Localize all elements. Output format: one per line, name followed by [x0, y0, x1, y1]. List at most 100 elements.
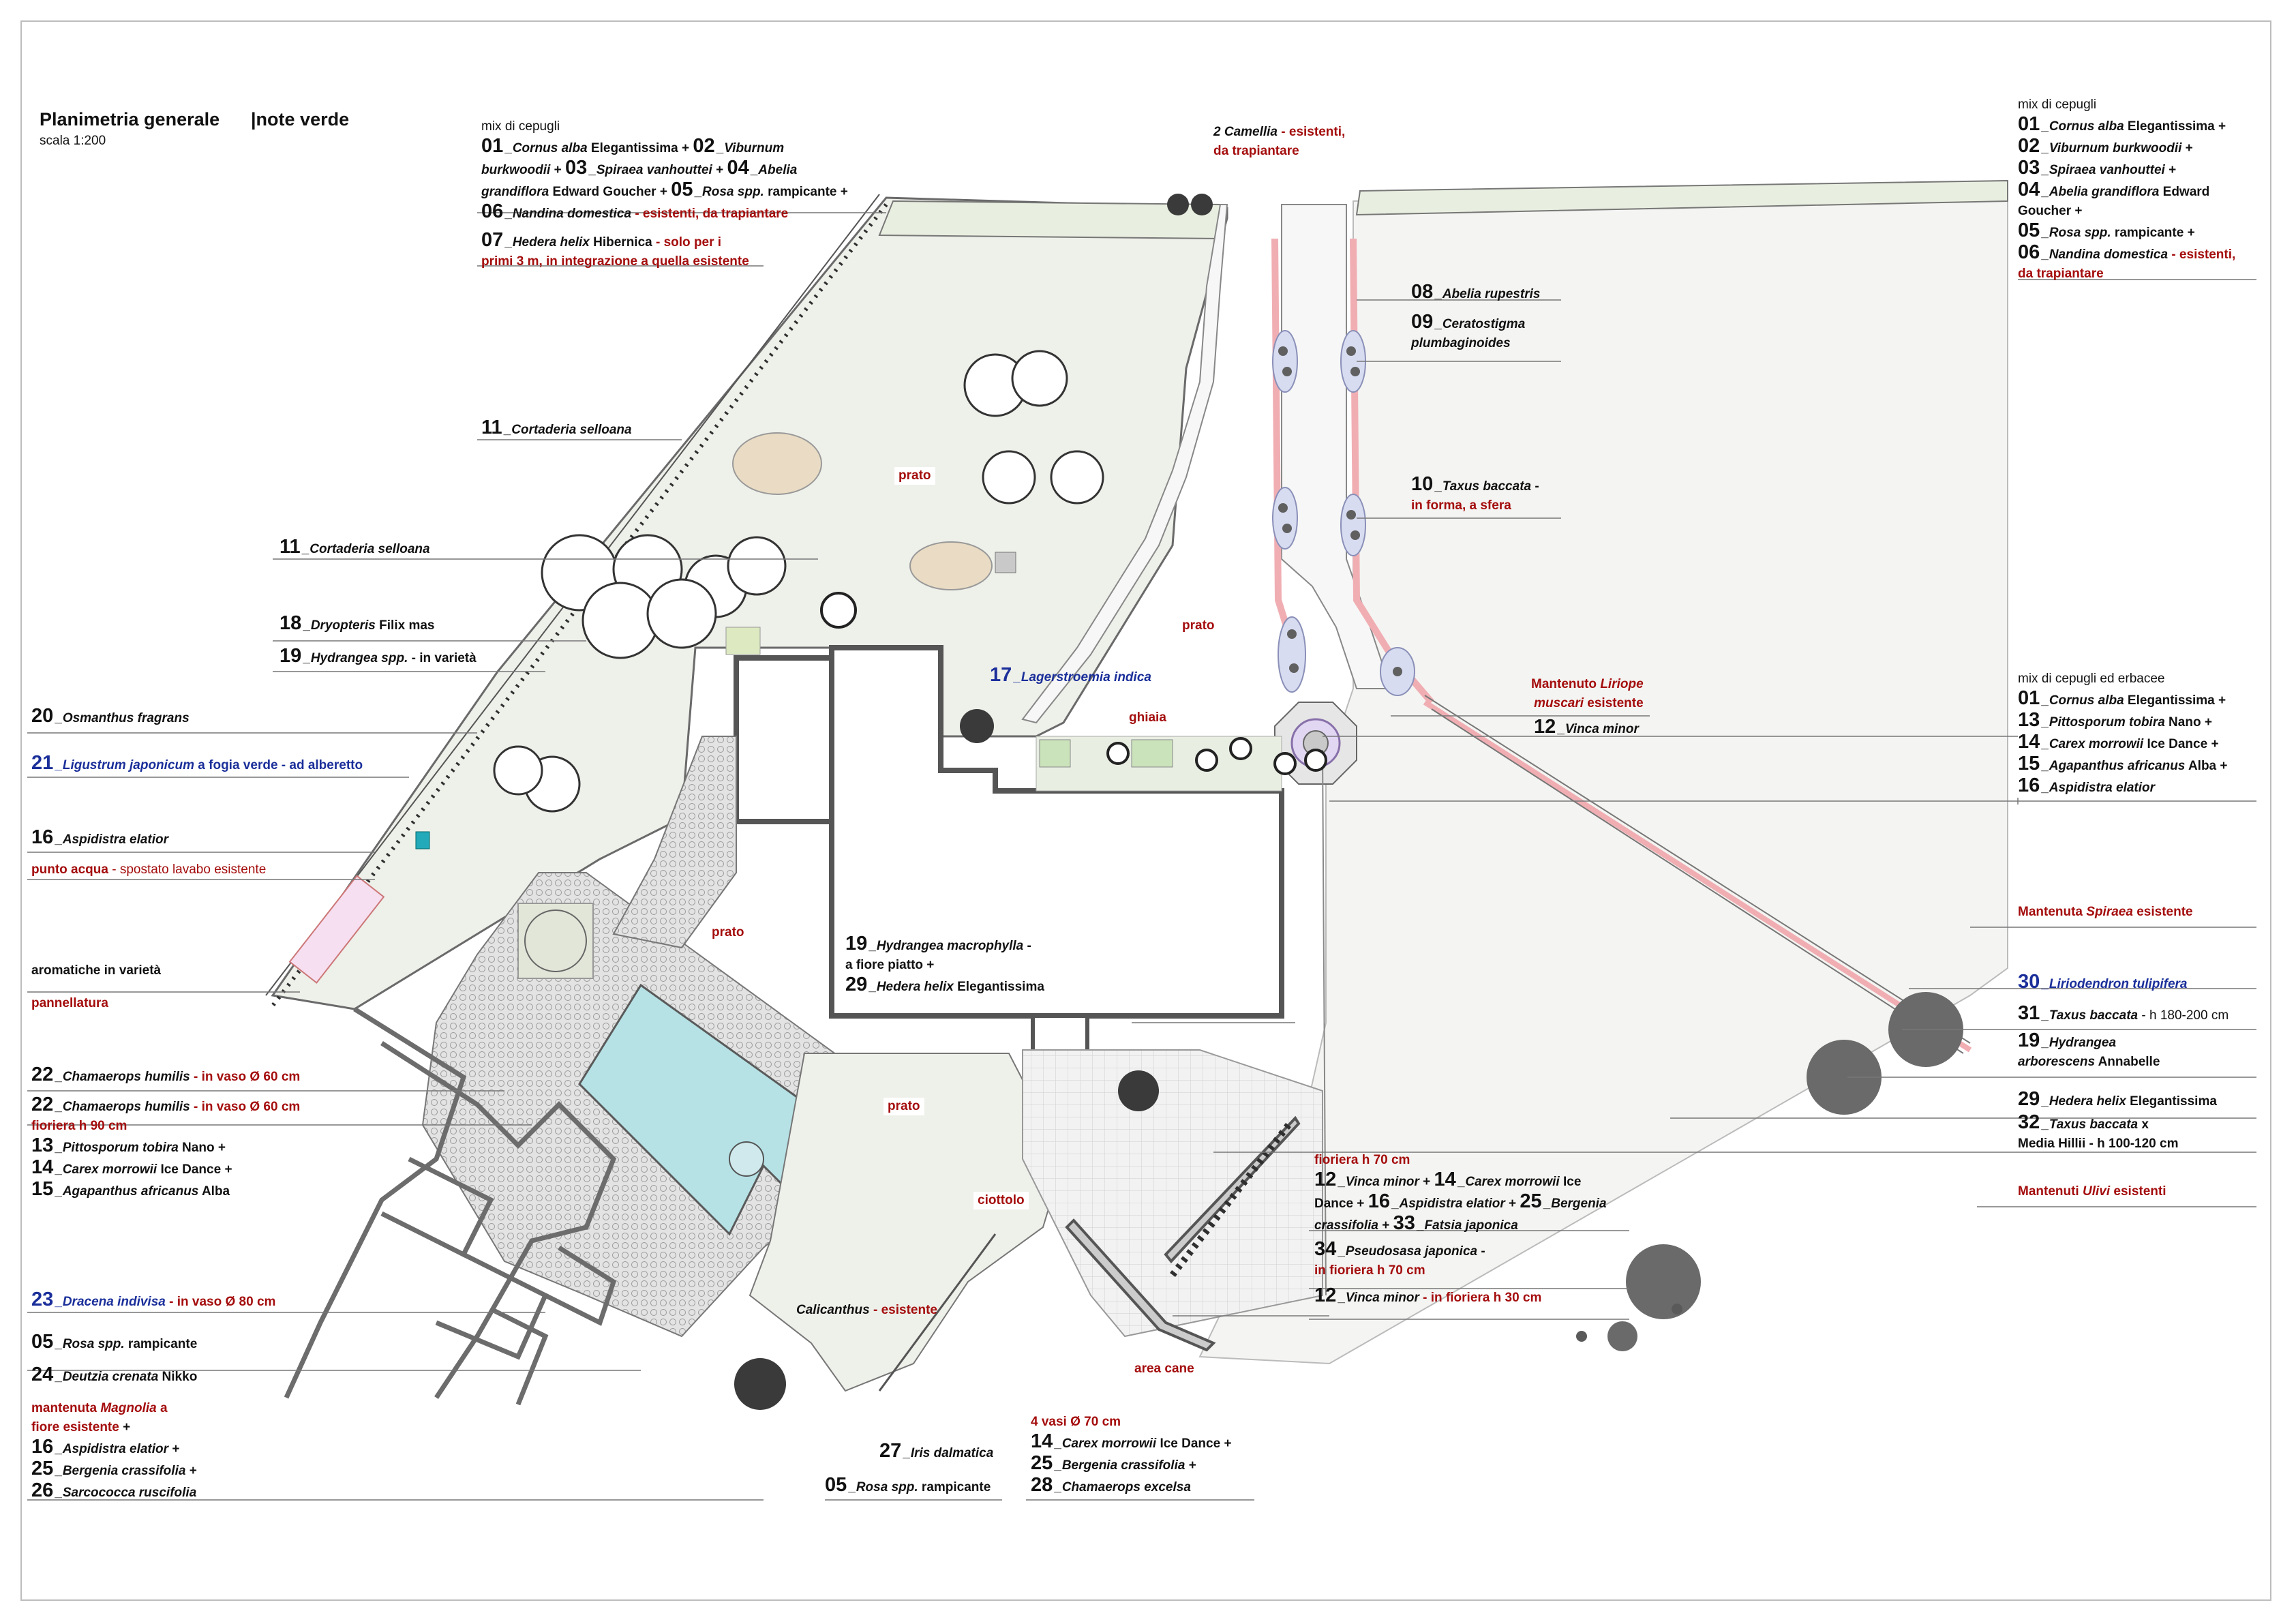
note-text: _Osmanthus fragrans: [55, 711, 190, 725]
note-text: _Dryopteris: [303, 618, 376, 633]
note-text: 23: [31, 1289, 54, 1310]
note-text: a fogia verde - ad alberetto: [194, 758, 363, 772]
note-text: plumbaginoides: [1411, 336, 1511, 350]
note-text: Goucher +: [2018, 204, 2083, 218]
note-text: mix di cepugli ed erbacee: [2018, 672, 2165, 686]
note-text: esistente: [2132, 905, 2193, 919]
note-16: 16_Aspidistra elatior: [31, 828, 168, 849]
note-text: mantenuta Magnolia a: [31, 1399, 318, 1418]
note-heading: mix di cepugli: [481, 119, 560, 134]
note-text: 19: [845, 933, 868, 954]
note-text: 32_Taxus baccata x: [2018, 1113, 2178, 1134]
note-text: mix di cepugli: [2018, 97, 2097, 112]
note-text: _Nandina domestica: [2042, 247, 2169, 262]
note-text: primi 3 m, in integrazione a quella esis…: [481, 254, 749, 269]
note-text: _Vinca minor: [1338, 1291, 1419, 1305]
note-text: 21: [31, 752, 54, 774]
south-lawn: [749, 1053, 1065, 1392]
note-top-mix: mix di cepugli 01_Cornus alba Elegantiss…: [481, 117, 890, 224]
note-text: 16: [31, 1436, 54, 1458]
note-text: 03: [2018, 157, 2040, 179]
note-text: a fiore piatto +: [845, 958, 935, 972]
note-text: 31: [2018, 1002, 2040, 1024]
note-11: 11_Cortaderia selloana: [481, 418, 632, 440]
note-text: 02: [2018, 135, 2040, 157]
note-text: grandiflora: [481, 185, 549, 199]
note-text: 27: [879, 1440, 902, 1462]
note-text: 34_Pseudosasa japonica -: [1314, 1239, 1485, 1261]
note-text: _Taxus baccata: [2042, 1117, 2139, 1132]
page-title: Planimetria generale: [40, 109, 220, 130]
note-text: 32: [2018, 1111, 2040, 1133]
note-text: _Liriodendron tulipifera: [2042, 977, 2188, 991]
small-shrubs: [820, 592, 1327, 775]
note-text: _Carex morrowii: [1055, 1437, 1157, 1451]
note-text: 14: [31, 1156, 54, 1178]
note-text: Filix mas: [375, 618, 435, 633]
note-text: _Hydrangea: [2042, 1036, 2117, 1050]
note-text: _Rosa spp.: [849, 1480, 918, 1494]
note-text: _Carex morrowii: [1457, 1175, 1560, 1189]
note-text: _Aspidistra elatior: [55, 832, 169, 847]
note-text: Mantenuto: [1531, 677, 1601, 691]
note-text: Hibernica: [589, 235, 652, 250]
note-text: 09: [1411, 311, 1434, 333]
note-text: Elegantissima +: [587, 141, 693, 155]
note-text: 17: [990, 664, 1012, 686]
note-text: x: [2138, 1117, 2149, 1132]
note-text: _Chamaerops humilis: [55, 1070, 190, 1084]
note-text: +: [185, 1464, 197, 1478]
note-text: da trapiantare: [1213, 144, 1299, 158]
note-text: - solo per i: [652, 235, 722, 250]
note-text: rampicante: [918, 1480, 991, 1494]
area-tag-prato: prato: [883, 1098, 924, 1115]
note-text: 16: [1368, 1190, 1390, 1212]
area-tag-ciottolo: ciottolo: [973, 1192, 1029, 1209]
note-aromatiche: aromatiche in varietà: [31, 963, 162, 978]
note-vasi: 4 vasi Ø 70 cm 14_Carex morrowii Ice Dan…: [1031, 1413, 1317, 1497]
note-text: 05_Rosa spp. rampicante +: [2018, 221, 2250, 243]
note-text: 01: [2018, 113, 2040, 135]
note-ulivi: Mantenuti Ulivi esistenti: [2018, 1182, 2166, 1201]
note-19: 19_Hydrangea spp. - in varietà: [280, 646, 477, 668]
note-text: _Nandina domestica: [505, 207, 632, 221]
note-17: 17_Lagerstroemia indica: [990, 665, 1151, 687]
note-text: Elegantissima +: [2124, 119, 2226, 134]
note-text: _Cortaderia selloana: [504, 423, 632, 437]
note-text: 15_Agapanthus africanus Alba +: [2018, 754, 2250, 776]
note-text: _Rosa spp.: [2042, 226, 2111, 240]
note-text: 15: [2018, 753, 2040, 775]
note-text: 01_Cornus alba Elegantissima + 02_Viburn…: [481, 136, 890, 158]
note-text: 06: [2018, 241, 2040, 263]
note-text: 16: [2018, 775, 2040, 796]
note-magnolia: mantenuta Magnolia a fiore esistente + 1…: [31, 1399, 318, 1503]
ne-strip: [1355, 179, 2008, 216]
note-text: 34: [1314, 1238, 1337, 1260]
note-text: _Hedera helix: [505, 235, 590, 250]
note-text: punto acqua: [31, 862, 108, 877]
note-text: mantenuta: [31, 1401, 101, 1415]
note-text: +: [1185, 1458, 1196, 1473]
note-text: - esistenti, da trapiantare: [631, 207, 789, 221]
note-text: crassifolia + 33_Fatsia japonica: [1314, 1214, 1635, 1235]
note-text: Elegantissima +: [2124, 693, 2226, 708]
note-text: _Aspidistra elatior: [2042, 781, 2156, 795]
note-text: 01: [481, 135, 504, 157]
note-text: _Bergenia crassifolia: [1055, 1458, 1185, 1473]
note-text: - in vaso Ø 60 cm: [190, 1070, 301, 1084]
note-text: rampicante +: [2111, 226, 2195, 240]
drawing-sheet: [20, 20, 2271, 1601]
note-text: 30: [2018, 971, 2040, 993]
leader-lines: [27, 212, 2256, 1501]
note-text: 25: [1031, 1452, 1053, 1474]
note-22: 22_Chamaerops humilis - in vaso Ø 60 cm: [31, 1065, 300, 1087]
note-calicanthus: Calicanthus - esistente: [796, 1301, 937, 1320]
note-text: Nano +: [178, 1141, 226, 1155]
note-text: 01_Cornus alba Elegantissima +: [2018, 115, 2250, 136]
note-right-mix: mix di cepugli 01_Cornus alba Elegantiss…: [2018, 95, 2250, 284]
note-text: 2 Camellia - esistenti,: [1213, 123, 1345, 142]
note-19-hydrangea: 19_Hydrangea macrophylla - a fiore piatt…: [845, 934, 1118, 997]
note-text: 26: [31, 1479, 54, 1501]
note-08: 08_Abelia rupestris: [1411, 282, 1540, 304]
